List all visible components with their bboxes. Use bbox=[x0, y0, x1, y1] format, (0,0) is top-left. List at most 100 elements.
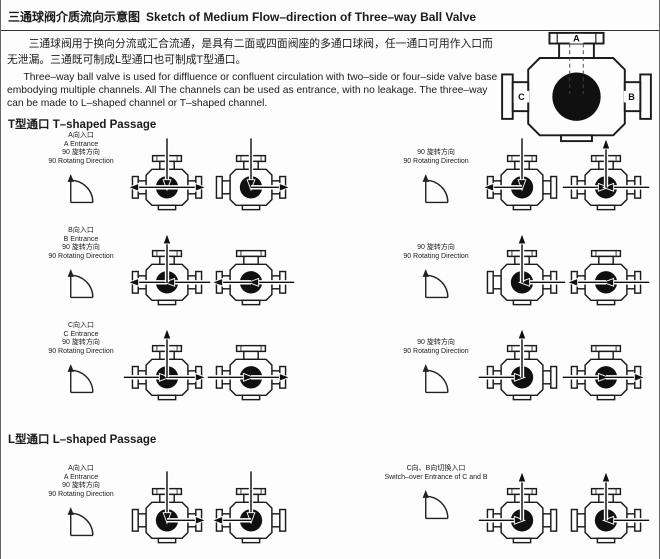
valve-diagrams bbox=[486, 232, 650, 315]
ball-valve-diagram bbox=[481, 138, 558, 211]
rotation-arc-icon bbox=[66, 266, 96, 302]
label-column: A向入口 A Entrance 90 旋转方向 90 Rotating Dire… bbox=[31, 465, 131, 540]
switchover-label-zh: C向、B向切换入口 bbox=[406, 465, 466, 472]
flow-group-right: 90 旋转方向 90 Rotating Direction bbox=[386, 227, 650, 322]
port-label-c: C bbox=[518, 92, 525, 102]
rotation-label-zh: 90 旋转方向 bbox=[417, 149, 455, 156]
rotation-arc bbox=[67, 174, 94, 204]
entrance-label-zh: A向入口 bbox=[68, 132, 94, 139]
ball-valve-diagram bbox=[207, 344, 292, 401]
rotation-arc-icon bbox=[421, 361, 451, 397]
rotation-label-en: 90 Rotating Direction bbox=[403, 157, 469, 165]
rotation-arc-icon bbox=[66, 171, 96, 207]
ball-valve-diagram bbox=[131, 471, 208, 544]
ball-valve-diagram bbox=[478, 470, 558, 544]
rotation-label-zh: 90 旋转方向 bbox=[62, 244, 100, 251]
rotation-arc-icon bbox=[421, 487, 451, 523]
page-title: 三通球阀介质流向示意图 Sketch of Medium Flow–directi… bbox=[1, 0, 659, 31]
rotation-arc bbox=[422, 364, 449, 394]
three-way-valve-overview-diagram: A C B bbox=[501, 31, 652, 143]
flow-row-a-entrance: A向入口 A Entrance 90 旋转方向 90 Rotating Dire… bbox=[31, 132, 659, 227]
rotation-arc-icon bbox=[66, 504, 96, 540]
entrance-label-en: A Entrance bbox=[63, 473, 99, 481]
entrance-label-en: A Entrance bbox=[63, 140, 99, 148]
rotation-arc bbox=[67, 507, 94, 537]
valve-diagrams bbox=[131, 471, 287, 553]
intro-paragraph-zh: 三通球阀用于换向分流或汇合流通，是具有二面或四面阀座的多通口球阀，任一通口可用作… bbox=[7, 38, 493, 66]
label-column: C向入口 C Entrance 90 旋转方向 90 Rotating Dire… bbox=[31, 322, 131, 397]
valve-diagrams bbox=[478, 327, 647, 410]
ball-valve-diagram bbox=[562, 344, 647, 401]
ball-valve-diagram bbox=[126, 232, 211, 306]
page-title-en: Sketch of Medium Flow–direction of Three… bbox=[146, 10, 477, 24]
flow-group-left: C向入口 C Entrance 90 旋转方向 90 Rotating Dire… bbox=[31, 322, 386, 417]
rotation-arc-icon bbox=[66, 361, 96, 397]
rotation-label-zh: 90 旋转方向 bbox=[417, 244, 455, 251]
section-heading-l: L型通口 L–shaped Passage bbox=[8, 434, 157, 446]
rotation-arc bbox=[422, 174, 449, 204]
rotation-label-zh: 90 旋转方向 bbox=[62, 482, 100, 489]
switchover-label-en: Switch–over Entrance of C and B bbox=[384, 473, 488, 481]
rotation-arc bbox=[67, 269, 94, 299]
ball-valve-diagram bbox=[215, 138, 292, 211]
label-column: B向入口 B Entrance 90 旋转方向 90 Rotating Dire… bbox=[31, 227, 131, 302]
ball-valve-diagram bbox=[562, 137, 650, 211]
ball-valve-diagram bbox=[570, 470, 650, 544]
flow-group-right: 90 旋转方向 90 Rotating Direction bbox=[386, 132, 650, 227]
rotation-arc bbox=[422, 490, 449, 520]
label-column: C向、B向切换入口 Switch–over Entrance of C and … bbox=[384, 465, 488, 523]
ball-valve-diagram bbox=[565, 249, 650, 306]
ball-valve-diagram bbox=[478, 327, 558, 401]
section-t-shaped: T型通口 T–shaped Passage A向入口 A Entrance 90… bbox=[1, 116, 659, 417]
entrance-label-en: B Entrance bbox=[63, 235, 99, 243]
rotation-label-en: 90 Rotating Direction bbox=[48, 252, 114, 260]
entrance-label-zh: B向入口 bbox=[68, 227, 94, 234]
label-column: A向入口 A Entrance 90 旋转方向 90 Rotating Dire… bbox=[31, 132, 131, 207]
stem-centerlines bbox=[569, 43, 584, 94]
rotation-label-en: 90 Rotating Direction bbox=[48, 347, 114, 355]
rotation-label-zh: 90 旋转方向 bbox=[62, 149, 100, 156]
flow-group-right: C向、B向切换入口 Switch–over Entrance of C and … bbox=[384, 465, 650, 553]
intro-text: 三通球阀用于换向分流或汇合流通，是具有二面或四面阀座的多通口球阀，任一通口可用作… bbox=[7, 36, 499, 110]
flow-group-left: A向入口 A Entrance 90 旋转方向 90 Rotating Dire… bbox=[31, 465, 386, 553]
valve-diagrams bbox=[126, 138, 292, 220]
ball-valve-diagram bbox=[210, 249, 295, 306]
ball-valve-diagram bbox=[486, 232, 566, 306]
valve-diagrams bbox=[126, 232, 295, 315]
label-column: 90 旋转方向 90 Rotating Direction bbox=[386, 132, 486, 207]
intro-paragraph-en: Three–way ball valve is used for difflue… bbox=[7, 72, 498, 109]
rotation-label-en: 90 Rotating Direction bbox=[403, 252, 469, 260]
label-column: 90 旋转方向 90 Rotating Direction bbox=[386, 322, 486, 397]
section-heading-t: T型通口 T–shaped Passage bbox=[8, 119, 157, 131]
rotation-label-zh: 90 旋转方向 bbox=[62, 339, 100, 346]
rotation-label-en: 90 Rotating Direction bbox=[403, 347, 469, 355]
section-l-shaped: L型通口 L–shaped Passage A向入口 A Entrance 90… bbox=[1, 431, 659, 553]
port-label-a: A bbox=[573, 34, 580, 44]
valve-ball bbox=[552, 72, 601, 121]
label-column: 90 旋转方向 90 Rotating Direction bbox=[386, 227, 486, 302]
flow-group-left: B向入口 B Entrance 90 旋转方向 90 Rotating Dire… bbox=[31, 227, 386, 322]
rotation-arc bbox=[67, 364, 94, 394]
entrance-label-en: C Entrance bbox=[63, 330, 99, 338]
valve-diagrams bbox=[478, 470, 650, 553]
ball-valve-diagram bbox=[123, 327, 208, 401]
rotation-label-en: 90 Rotating Direction bbox=[48, 157, 114, 165]
flow-row-l-shaped: A向入口 A Entrance 90 旋转方向 90 Rotating Dire… bbox=[31, 465, 659, 553]
valve-diagrams bbox=[481, 137, 650, 220]
flow-group-left: A向入口 A Entrance 90 旋转方向 90 Rotating Dire… bbox=[31, 132, 386, 227]
ball-valve-diagram bbox=[210, 471, 287, 544]
port-label-b: B bbox=[628, 92, 635, 102]
flow-row-c-entrance: C向入口 C Entrance 90 旋转方向 90 Rotating Dire… bbox=[31, 322, 659, 417]
valve-diagrams bbox=[123, 327, 292, 410]
flow-row-b-entrance: B向入口 B Entrance 90 旋转方向 90 Rotating Dire… bbox=[31, 227, 659, 322]
page-title-zh: 三通球阀介质流向示意图 bbox=[8, 10, 141, 24]
rotation-arc-icon bbox=[421, 266, 451, 302]
entrance-label-zh: C向入口 bbox=[67, 322, 95, 329]
rotation-arc-icon bbox=[421, 171, 451, 207]
rotation-label-en: 90 Rotating Direction bbox=[48, 490, 114, 498]
rotation-arc bbox=[422, 269, 449, 299]
entrance-label-zh: A向入口 bbox=[68, 465, 94, 472]
flow-group-right: 90 旋转方向 90 Rotating Direction bbox=[386, 322, 647, 417]
rotation-label-zh: 90 旋转方向 bbox=[417, 339, 455, 346]
